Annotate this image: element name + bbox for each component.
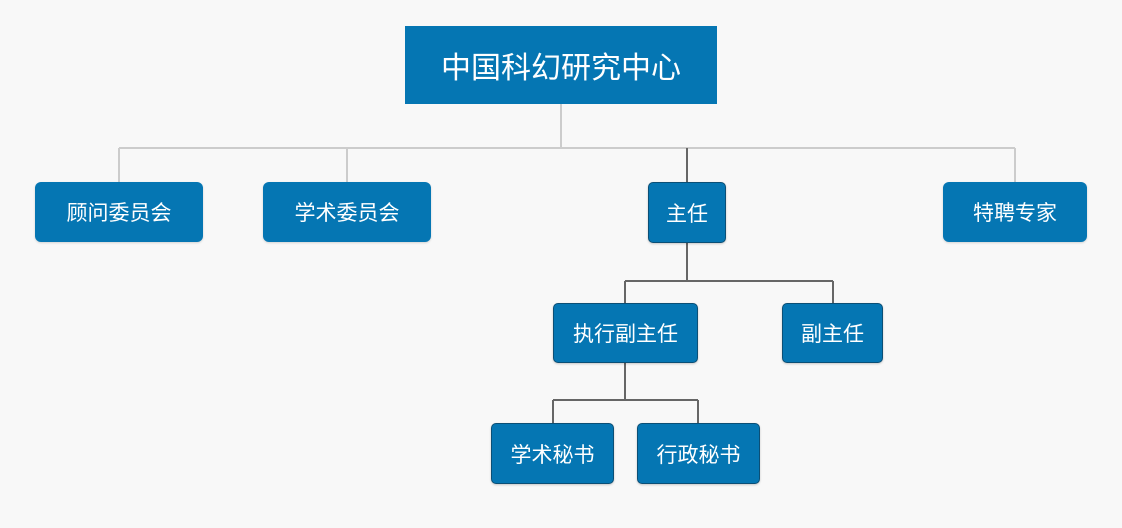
node-academic-committee[interactable]: 学术委员会 (263, 182, 431, 242)
node-executive-deputy-director[interactable]: 执行副主任 (553, 303, 698, 363)
node-root[interactable]: 中国科幻研究中心 (405, 26, 717, 104)
node-deputy-director[interactable]: 副主任 (782, 303, 883, 363)
node-advisory-committee[interactable]: 顾问委员会 (35, 182, 203, 242)
node-special-experts[interactable]: 特聘专家 (943, 182, 1087, 242)
node-director[interactable]: 主任 (648, 182, 726, 243)
node-academic-secretary[interactable]: 学术秘书 (491, 423, 614, 484)
node-administrative-secretary[interactable]: 行政秘书 (637, 423, 760, 484)
